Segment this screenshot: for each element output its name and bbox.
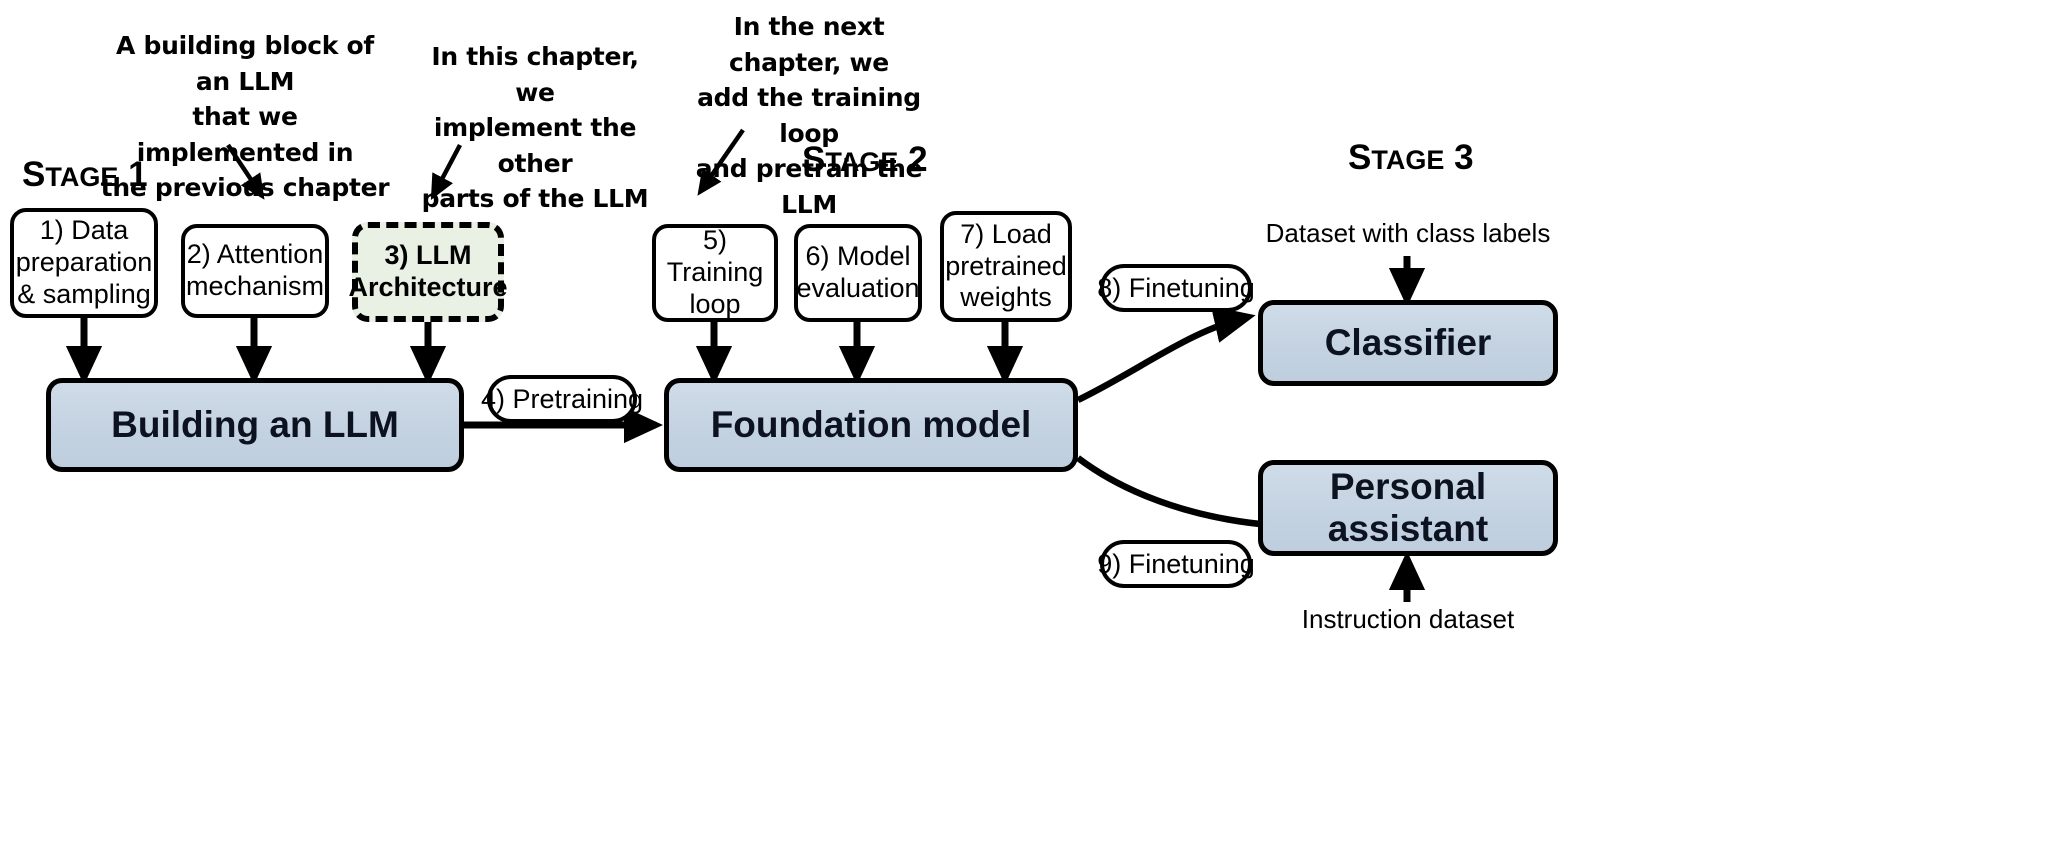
stage-title-rest: TAGE	[825, 147, 899, 177]
step-box-load-pretrained-weights[interactable]: 7) Load pretrained weights	[940, 211, 1072, 322]
caption-dataset-class-labels: Dataset with class labels	[1258, 218, 1558, 249]
step-line: 3) LLM	[384, 240, 472, 271]
outcome-classifier[interactable]: Classifier	[1258, 300, 1558, 386]
annotation-line: parts of the LLM	[421, 184, 649, 213]
outcome-label: Classifier	[1324, 322, 1492, 363]
outcome-foundation-model[interactable]: Foundation model	[664, 378, 1078, 472]
step-box-data-preparation[interactable]: 1) Data preparation & sampling	[10, 208, 158, 318]
annotation-this-chapter: In this chapter, we implement the other …	[418, 39, 652, 217]
stage-number: 1	[128, 155, 148, 194]
arrow-foundation-to-classifier	[1076, 306, 1256, 403]
step-line: 5) Training	[666, 225, 764, 288]
stage-title-rest: TAGE	[1371, 145, 1445, 175]
annotation-line: the previous chapter	[100, 173, 390, 202]
pill-pretraining[interactable]: 4) Pretraining	[481, 375, 643, 423]
step-line: Architecture	[348, 272, 508, 302]
step-line: 2) Attention	[186, 239, 324, 270]
caption-instruction-dataset: Instruction dataset	[1258, 604, 1558, 635]
pill-finetuning-classifier[interactable]: 8) Finetuning	[1097, 264, 1255, 312]
step-box-model-evaluation[interactable]: 6) Model evaluation	[794, 224, 922, 322]
caption-label: Dataset with class labels	[1265, 218, 1551, 248]
annotation-previous-chapter: A building block of an LLM that we imple…	[100, 28, 390, 206]
annotation-line: add the training loop	[697, 83, 921, 148]
pill-label: 8) Finetuning	[1097, 272, 1255, 303]
stage-title-2: STAGE 2	[802, 140, 928, 180]
stage-number: 2	[908, 140, 928, 179]
step-line: 7) Load	[960, 218, 1052, 249]
step-line: 1) Data	[39, 215, 129, 246]
annotation-next-chapter: In the next chapter, we add the training…	[684, 9, 934, 222]
annotation-line: In the next chapter, we	[729, 12, 889, 77]
stage-title-initial: S	[802, 140, 826, 179]
annotation-line: In this chapter, we	[431, 42, 639, 107]
caption-label: Instruction dataset	[1301, 604, 1515, 634]
pill-label: 9) Finetuning	[1097, 548, 1255, 579]
step-line: preparation	[15, 247, 153, 278]
annotation-line: implement the other	[433, 113, 637, 178]
outcome-label: Building an LLM	[111, 404, 399, 445]
stage-title-initial: S	[22, 155, 46, 194]
step-box-attention-mechanism[interactable]: 2) Attention mechanism	[181, 224, 329, 318]
stage-title-number	[118, 155, 128, 194]
step-line: 6) Model	[805, 241, 911, 272]
step-line: loop	[689, 288, 741, 319]
step-line: & sampling	[17, 278, 151, 309]
step-box-llm-architecture[interactable]: 3) LLM Architecture	[348, 222, 508, 322]
pill-label: 4) Pretraining	[480, 383, 644, 414]
annotation-line: that we implemented in	[136, 102, 354, 167]
step-line: pretrained	[945, 250, 1067, 281]
outcome-building-an-llm[interactable]: Building an LLM	[46, 378, 464, 472]
annotation-line: A building block of an LLM	[116, 31, 374, 96]
outcome-label: Foundation model	[710, 404, 1032, 445]
step-line: mechanism	[185, 271, 325, 301]
step-line: evaluation	[796, 273, 920, 303]
stage-title-3: STAGE 3	[1348, 138, 1474, 178]
stage-title-1: STAGE 1	[22, 155, 148, 195]
step-box-training-loop[interactable]: 5) Training loop	[652, 224, 778, 322]
outcome-label: Personal assistant	[1327, 466, 1489, 549]
stage-title-initial: S	[1348, 138, 1372, 177]
stage-title-rest: TAGE	[45, 162, 119, 192]
pill-finetuning-assistant[interactable]: 9) Finetuning	[1097, 540, 1255, 588]
step-line: weights	[960, 282, 1052, 313]
stage-number: 3	[1454, 138, 1474, 177]
annotation-line: and pretrain the LLM	[695, 154, 923, 219]
outcome-personal-assistant[interactable]: Personal assistant	[1258, 460, 1558, 556]
